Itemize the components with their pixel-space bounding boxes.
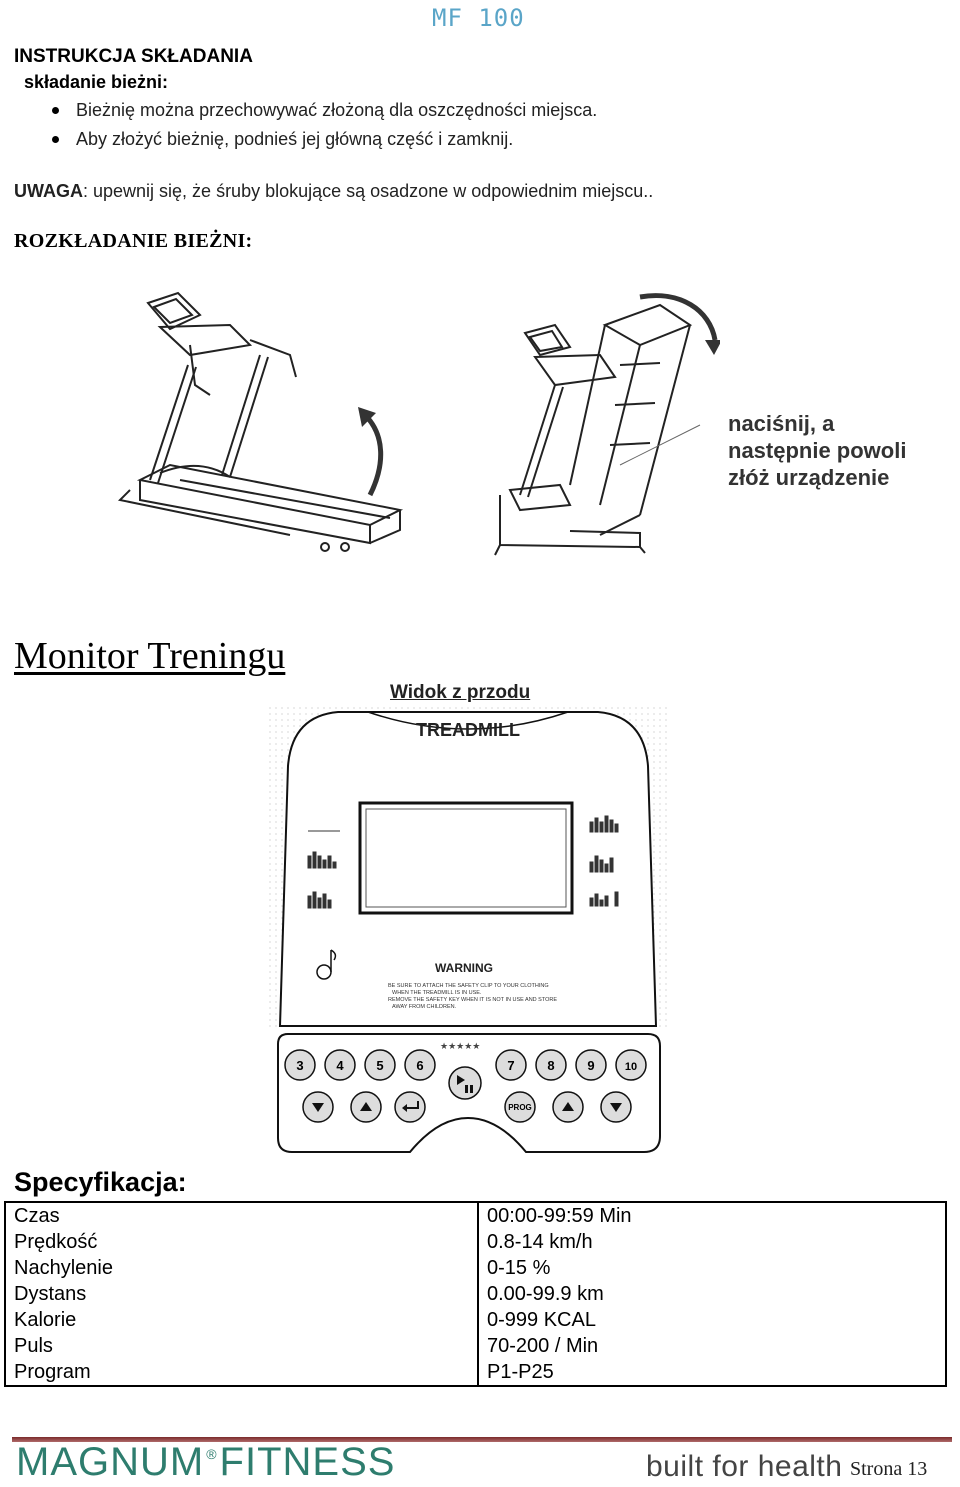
registered-mark: ®	[206, 1446, 218, 1462]
monitor-title: Monitor Treningu	[14, 635, 286, 677]
svg-text:10: 10	[625, 1061, 637, 1073]
incline-up-button[interactable]	[350, 1091, 382, 1123]
speed-down-button[interactable]	[600, 1091, 632, 1123]
key-9-button[interactable]: 9	[575, 1049, 607, 1081]
treadmill-unfolded-drawing	[117, 291, 404, 552]
lcd-screen	[358, 801, 574, 915]
spec-value: 0-999 KCAL	[477, 1307, 947, 1333]
speed-indicator-icons: ★★★★★	[440, 1042, 480, 1052]
spec-value: P1-P25	[477, 1359, 947, 1387]
spec-title: Specyfikacja:	[14, 1167, 187, 1197]
spec-value: 70-200 / Min	[477, 1333, 947, 1359]
tagline: built for health	[646, 1450, 843, 1483]
brand-logo: MAGNUM®FITNESS	[16, 1440, 395, 1485]
warning-label: UWAGA	[14, 181, 83, 201]
brand-right: FITNESS	[219, 1440, 396, 1484]
page-number: Strona 13	[850, 1458, 928, 1480]
list-item: Aby złożyć bieżnię, podnieś jej główną c…	[48, 127, 597, 156]
warning-line: WHEN THE TREADMILL IS IN USE.	[392, 990, 482, 996]
instructions-heading: INSTRUKCJA SKŁADANIA	[14, 46, 253, 67]
chevron-down-icon	[312, 1103, 324, 1112]
warning-line: BE SURE TO ATTACH THE SAFETY CLIP TO YOU…	[388, 983, 549, 989]
program-icons-right	[589, 815, 619, 907]
fold-instruction-line: naciśnij, a	[728, 411, 835, 436]
key-5-button[interactable]: 5	[364, 1049, 396, 1081]
chevron-up-icon	[360, 1102, 372, 1111]
warning-title: WARNING	[435, 961, 493, 975]
fold-instruction-line: następnie powoli	[728, 438, 907, 463]
spec-value: 00:00-99:59 Min	[477, 1201, 947, 1229]
treadmill-illustration	[117, 291, 720, 556]
spec-label: Program	[4, 1359, 479, 1387]
enter-button[interactable]	[394, 1091, 426, 1123]
spec-value: 0.00-99.9 km	[477, 1281, 947, 1307]
svg-text:6: 6	[416, 1058, 423, 1073]
spec-label: Dystans	[4, 1281, 479, 1307]
treadmill-label: TREADMILL	[416, 720, 520, 740]
svg-text:9: 9	[587, 1058, 594, 1073]
fold-instruction-line: złóż urządzenie	[728, 465, 890, 490]
chevron-down-icon	[610, 1103, 622, 1112]
program-icons-left	[307, 830, 340, 909]
prog-button[interactable]: PROG	[504, 1091, 536, 1123]
instructions-list: Bieżnię można przechowywać złożoną dla o…	[48, 98, 597, 156]
console-diagram: TREADMILL WARNING BE SURE TO ATTACH THE …	[268, 706, 668, 1153]
spec-label: Kalorie	[4, 1307, 479, 1333]
key-3-button[interactable]: 3	[284, 1049, 316, 1081]
music-note-icon	[316, 949, 337, 980]
warning-line: REMOVE THE SAFETY KEY WHEN IT IS NOT IN …	[388, 997, 557, 1003]
warning-line: AWAY FROM CHILDREN.	[392, 1004, 457, 1010]
spec-value: 0.8-14 km/h	[477, 1229, 947, 1255]
svg-text:4: 4	[336, 1058, 344, 1073]
svg-text:5: 5	[376, 1058, 383, 1073]
footer-divider	[12, 1437, 952, 1442]
svg-text:★★★★★: ★★★★★	[440, 1042, 480, 1052]
warning-text: : upewnij się, że śruby blokujące są osa…	[83, 181, 654, 201]
key-8-button[interactable]: 8	[535, 1049, 567, 1081]
instructions-subheading: składanie bieżni:	[24, 72, 169, 92]
key-7-button[interactable]: 7	[495, 1049, 527, 1081]
front-view-label: Widok z przodu	[390, 682, 531, 703]
speed-up-button[interactable]	[552, 1091, 584, 1123]
svg-text:3: 3	[296, 1058, 303, 1073]
spec-label: Puls	[4, 1333, 479, 1359]
fold-instruction: naciśnij, a następnie powoli złóż urządz…	[728, 410, 906, 491]
chevron-up-icon	[562, 1102, 574, 1111]
spec-label: Prędkość	[4, 1229, 479, 1255]
spec-label: Czas	[4, 1201, 479, 1229]
warning-note: UWAGA: upewnij się, że śruby blokujące s…	[14, 181, 653, 202]
enter-icon	[404, 1101, 419, 1109]
key-4-button[interactable]: 4	[324, 1049, 356, 1081]
svg-text:8: 8	[547, 1058, 554, 1073]
spec-label: Nachylenie	[4, 1255, 479, 1281]
incline-down-button[interactable]	[302, 1091, 334, 1123]
list-item: Bieżnię można przechowywać złożoną dla o…	[48, 98, 597, 127]
key-10-button[interactable]: 10	[615, 1049, 647, 1081]
svg-text:PROG: PROG	[508, 1103, 532, 1112]
unfold-heading: ROZKŁADANIE BIEŻNI:	[14, 230, 253, 252]
start-stop-button[interactable]	[448, 1066, 482, 1100]
spec-value: 0-15 %	[477, 1255, 947, 1281]
model-name: MF 100	[432, 4, 525, 32]
brand-left: MAGNUM	[16, 1440, 205, 1484]
treadmill-folded-drawing	[494, 303, 693, 556]
key-6-button[interactable]: 6	[404, 1049, 436, 1081]
svg-text:7: 7	[507, 1058, 514, 1073]
